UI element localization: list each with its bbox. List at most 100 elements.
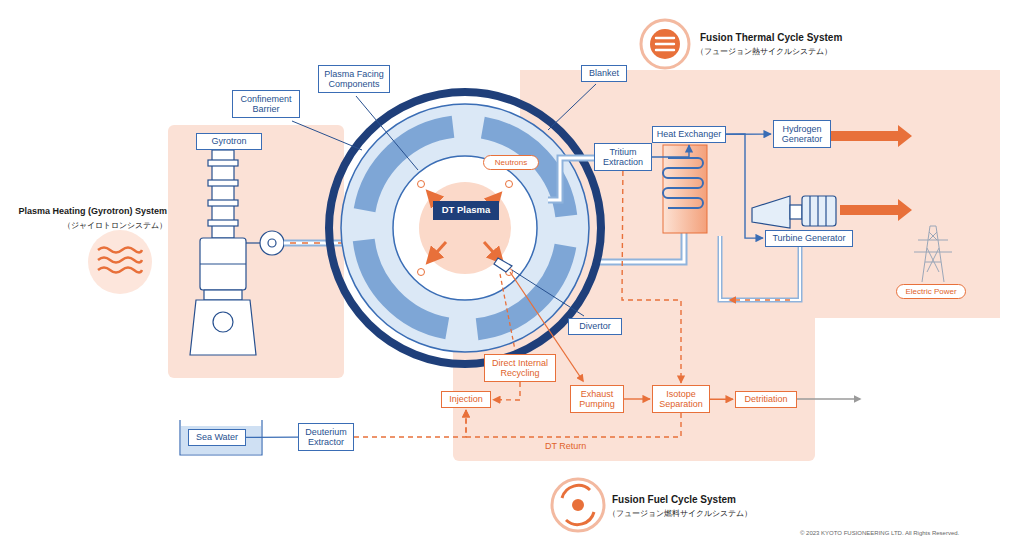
svg-path [548, 158, 594, 200]
svg-line [512, 270, 584, 316]
connector [624, 398, 650, 399]
svg-circle [641, 20, 689, 68]
process-box: Deuterium Extractor [298, 423, 354, 451]
process-box: Heat Exchanger [652, 126, 726, 143]
turbine-drawing [752, 196, 836, 228]
output-pill: Electric Power [896, 284, 966, 299]
svg-path [663, 158, 703, 208]
svg-rect [208, 200, 238, 206]
connector [354, 410, 466, 437]
svg-rect [208, 220, 238, 226]
svg-path [914, 226, 952, 282]
svg-path [190, 300, 256, 355]
node-text: Neutrons [495, 158, 527, 167]
process-box: Direct Internal Recycling [484, 354, 556, 382]
callout-box: Plasma Facing Components [318, 65, 390, 93]
svg-circle [329, 92, 601, 364]
region-label: Fusion Fuel Cycle System [612, 494, 736, 505]
coolant-pipe [598, 233, 684, 262]
svg-circle [418, 181, 425, 188]
svg-path [494, 258, 512, 272]
svg-circle [213, 312, 233, 332]
svg-path [730, 299, 790, 300]
svg-line [356, 96, 418, 170]
node-text: Gyrotron [211, 136, 246, 146]
svg-g [428, 192, 502, 262]
node-text: Tritium Extraction [598, 147, 648, 168]
node-text: DT Plasma [442, 205, 491, 216]
region-panels [168, 70, 1000, 461]
node-text: Divertor [579, 321, 611, 331]
torus [329, 92, 601, 364]
region-label: DT Return [545, 441, 586, 451]
svg-path [562, 485, 594, 524]
node-text: Sea Water [196, 432, 238, 442]
svg-path [830, 125, 912, 147]
svg-circle [572, 499, 584, 511]
gyrotron-drawing [190, 150, 284, 355]
fuel-icon [552, 479, 604, 531]
gyrotron-icon [88, 230, 152, 294]
process-box: Injection [441, 391, 491, 408]
plasma-box: DT Plasma [433, 201, 499, 220]
node-text: Plasma Facing Components [322, 69, 386, 90]
svg-circle [552, 479, 604, 531]
node-text: Injection [449, 394, 483, 404]
connector [622, 171, 681, 383]
svg-line [292, 121, 362, 150]
node-text: Isotope Separation [656, 389, 706, 410]
svg-rect [663, 145, 707, 233]
region-label: （ジャイロトロンシステム） [63, 220, 167, 231]
svg-circle [650, 29, 680, 59]
svg-path [548, 158, 594, 200]
process-box: Tritium Extraction [594, 143, 652, 171]
outlet-arrow [797, 398, 860, 399]
process-box: Exhaust Pumping [570, 385, 624, 413]
svg-line [548, 84, 596, 130]
node-text: Direct Internal Recycling [488, 358, 552, 379]
region-label: Plasma Heating (Gyrotron) System [18, 206, 167, 216]
connector [710, 399, 733, 400]
output-arrows [830, 125, 912, 221]
node-text: Hydrogen Generator [777, 124, 827, 145]
source-box: Sea Water [188, 429, 246, 446]
connector [246, 436, 298, 438]
tag-pill: Neutrons [483, 155, 539, 170]
svg-rect [204, 290, 242, 300]
thermal-icon [641, 20, 689, 68]
node-text: Electric Power [905, 287, 956, 296]
svg-line [200, 263, 246, 264]
node-text: Confinement Barrier [236, 94, 296, 115]
node-text: Detritiation [744, 394, 787, 404]
svg-circle [268, 239, 276, 247]
heat-exchanger-drawing [663, 145, 707, 233]
svg-path [500, 274, 515, 350]
process-box: Hydrogen Generator [773, 120, 831, 148]
process-box: Turbine Generator [765, 230, 853, 247]
connector [652, 145, 689, 157]
svg-path [598, 233, 684, 262]
connector [726, 134, 763, 238]
process-box: Detritiation [735, 391, 797, 408]
svg-line [825, 196, 826, 226]
callout-box: Blanket [581, 65, 627, 82]
svg-circle [506, 181, 513, 188]
region-label: Fusion Thermal Cycle System [700, 32, 842, 43]
connector [493, 382, 520, 400]
svg-path [98, 248, 142, 273]
region-label: （フュージョン燃料サイクルシステム） [608, 508, 752, 519]
svg-circle [260, 231, 284, 255]
svg-line [809, 196, 810, 226]
transmission-tower [914, 226, 952, 282]
node-text: Heat Exchanger [657, 129, 722, 139]
callout-box: Divertor [568, 318, 622, 335]
svg-circle [341, 104, 589, 352]
svg-circle [88, 230, 152, 294]
svg-path [598, 233, 684, 262]
node-text: Deuterium Extractor [302, 427, 350, 448]
svg-line [428, 242, 446, 262]
leader-lines [292, 84, 596, 316]
